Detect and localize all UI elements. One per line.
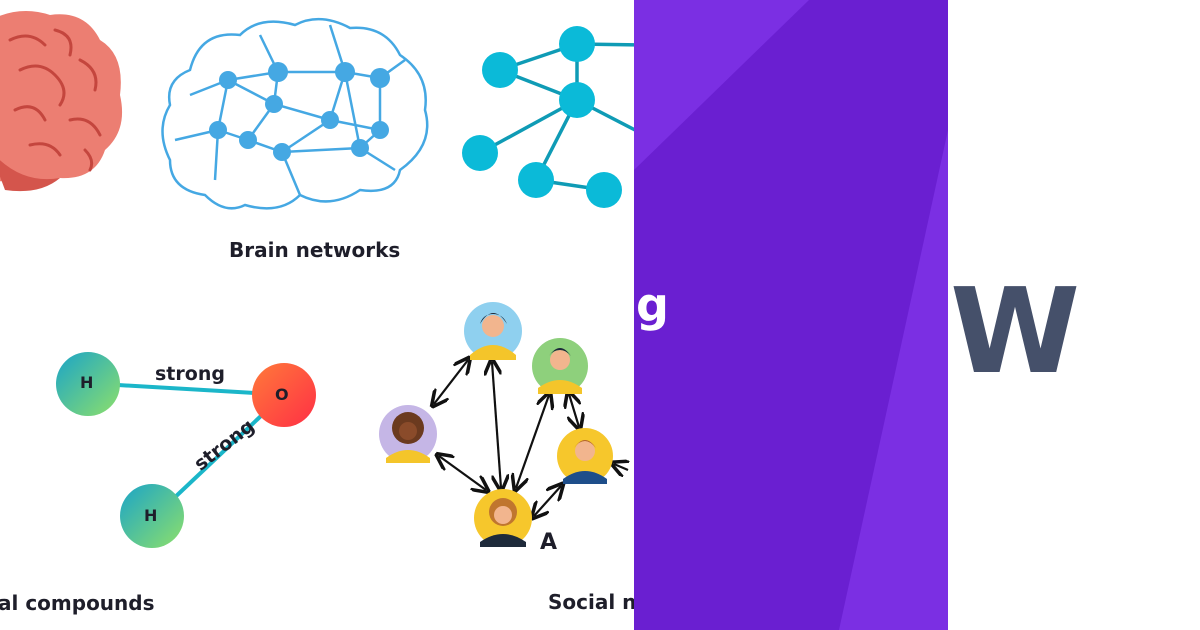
right-text-fragment: W [950, 262, 1081, 400]
hydrogen-label-1: H [80, 373, 94, 392]
person-avatar-2 [532, 338, 588, 394]
molecule-atoms [56, 352, 316, 548]
oxygen-atom [252, 363, 316, 427]
social-node-label: A [540, 530, 558, 555]
panel-text-fragment: g [636, 278, 669, 332]
purple-overlay-panel: g [634, 0, 948, 630]
person-avatar-4 [557, 428, 613, 484]
oxygen-label: O [275, 385, 289, 404]
molecule-bonds [117, 383, 264, 502]
caption-chemical-compounds: al compounds [0, 591, 155, 615]
person-avatar-a [474, 489, 532, 547]
bond-label-1: strong [155, 363, 225, 385]
network-graph-icon [462, 26, 641, 208]
caption-social-networks: Social n [548, 590, 637, 614]
person-avatar-1 [464, 302, 522, 360]
brain-network-icon [161, 18, 429, 210]
person-avatar-3 [379, 405, 437, 463]
social-network-arrows [434, 360, 628, 516]
hydrogen-label-2: H [144, 506, 158, 525]
hydrogen-atom-2 [120, 484, 184, 548]
caption-brain-networks: Brain networks [229, 238, 401, 262]
anatomical-brain-icon [0, 11, 123, 192]
hydrogen-atom-1 [56, 352, 120, 416]
purple-panel-shapes [634, 0, 948, 630]
